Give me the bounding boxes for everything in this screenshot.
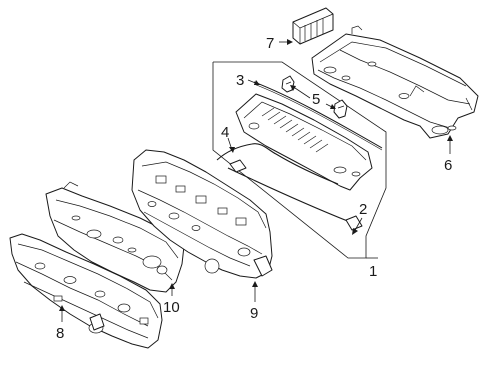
arrow-9: [252, 281, 258, 287]
callout-8: 8: [56, 325, 64, 342]
part-8-dash-lower: [9, 233, 163, 349]
arrow-5a: [290, 85, 296, 91]
callout-7: 7: [266, 35, 274, 52]
arrow-4: [229, 147, 235, 153]
leader-5a: [291, 85, 311, 99]
part-3-weatherstrip: [253, 81, 383, 151]
group-frame: [212, 61, 387, 259]
part-4-hose: [216, 143, 363, 231]
arrow-7: [287, 39, 293, 45]
part-5-clip-a: [281, 75, 295, 93]
arrow-5b: [330, 104, 336, 109]
callout-2: 2: [359, 201, 367, 218]
arrow-6: [447, 135, 453, 141]
callout-3: 3: [236, 72, 244, 89]
part-9-dash-panel: [131, 149, 273, 279]
callout-6: 6: [444, 157, 452, 174]
arrow-10: [169, 283, 175, 289]
part-2-cowl-cover: [235, 93, 373, 191]
callout-4: 4: [221, 124, 229, 141]
part-7-bracket: [292, 7, 334, 45]
callout-1: 1: [369, 263, 377, 280]
part-5-clip-b: [333, 99, 348, 119]
arrow-3: [254, 80, 260, 85]
callout-10: 10: [163, 299, 180, 316]
callout-9: 9: [250, 305, 258, 322]
arrow-2: [352, 228, 358, 235]
callout-5: 5: [312, 91, 320, 108]
arrow-8: [59, 305, 65, 311]
part-6-cowl-panel-upper: [311, 25, 479, 139]
